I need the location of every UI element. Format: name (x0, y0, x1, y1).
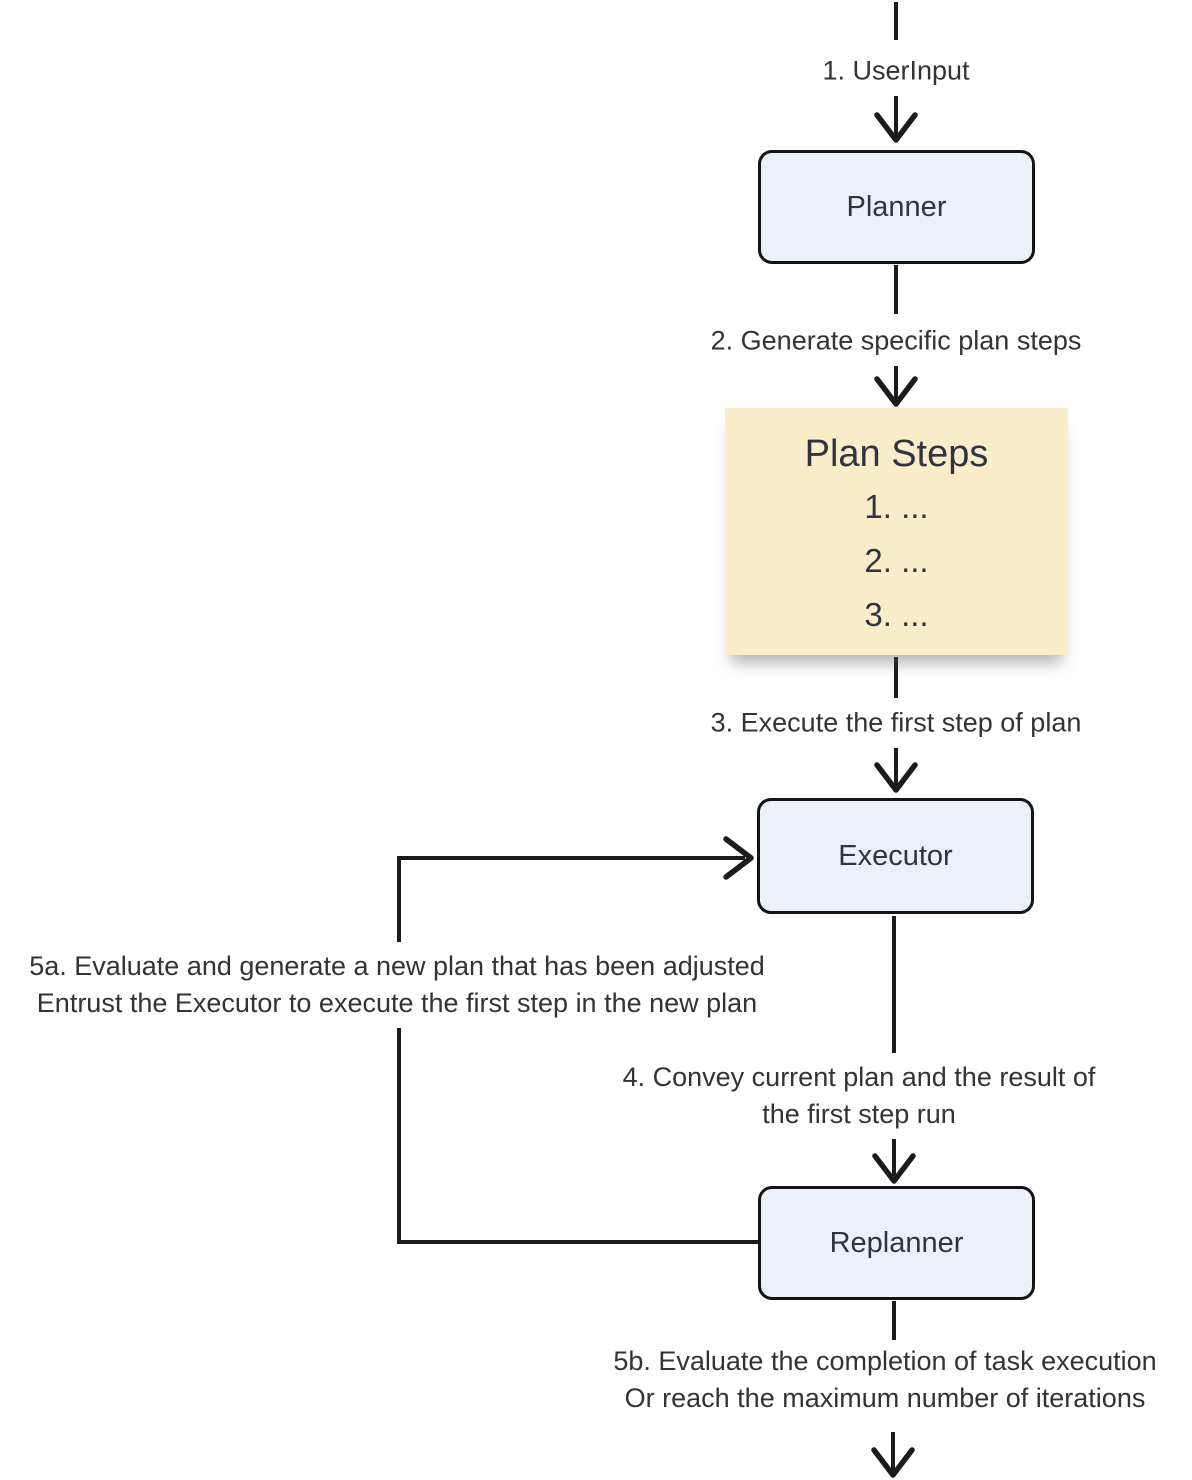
edge-label-line2: Or reach the maximum number of iteration… (624, 1383, 1146, 1413)
arrow-right-icon (723, 836, 754, 880)
edge-label-text: 1. UserInput (822, 55, 970, 86)
arrow-down-icon (871, 1447, 915, 1478)
replanner-node-label: Replanner (829, 1226, 964, 1259)
edge-label-convey: 4. Convey current plan and the result of… (612, 1053, 1106, 1139)
replanner-node: Replanner (758, 1186, 1035, 1300)
plan-steps-item: 3. ... (864, 596, 929, 633)
arrow-down-icon (874, 376, 918, 407)
plan-steps-item: 1. ... (864, 488, 929, 525)
edge-label-line2: the first step run (762, 1099, 956, 1129)
plan-steps-item: 2. ... (864, 542, 929, 579)
edge-label-text: 2. Generate specific plan steps (710, 325, 1082, 356)
edge-label-user-input: 1. UserInput (822, 53, 969, 90)
plan-steps-node: Plan Steps 1. ... 2. ... 3. ... (725, 408, 1068, 655)
planner-node: Planner (758, 150, 1035, 264)
edge-label-execute-first: 3. Execute the first step of plan (711, 705, 1082, 742)
edge-label-generate: 2. Generate specific plan steps (711, 323, 1082, 360)
planner-node-label: Planner (846, 190, 947, 223)
arrow-down-icon (874, 112, 918, 143)
edge-label-finish: 5b. Evaluate the completion of task exec… (613, 1343, 1156, 1417)
edge-label-text: 3. Execute the first step of plan (710, 707, 1082, 738)
edge-label-line1: 5a. Evaluate and generate a new plan tha… (29, 951, 765, 981)
arrow-down-icon (874, 762, 918, 793)
executor-node-label: Executor (838, 839, 953, 872)
plan-steps-title: Plan Steps (804, 433, 989, 475)
edge-label-replan-loop: 5a. Evaluate and generate a new plan tha… (19, 942, 775, 1028)
arrow-down-icon (872, 1153, 916, 1184)
edge-label-line2: Entrust the Executor to execute the firs… (36, 988, 758, 1018)
executor-node: Executor (757, 798, 1034, 914)
edge-label-line1: 5b. Evaluate the completion of task exec… (613, 1346, 1157, 1376)
edge-replan-loop-line (397, 856, 758, 1244)
edge-label-line1: 4. Convey current plan and the result of (622, 1062, 1096, 1092)
